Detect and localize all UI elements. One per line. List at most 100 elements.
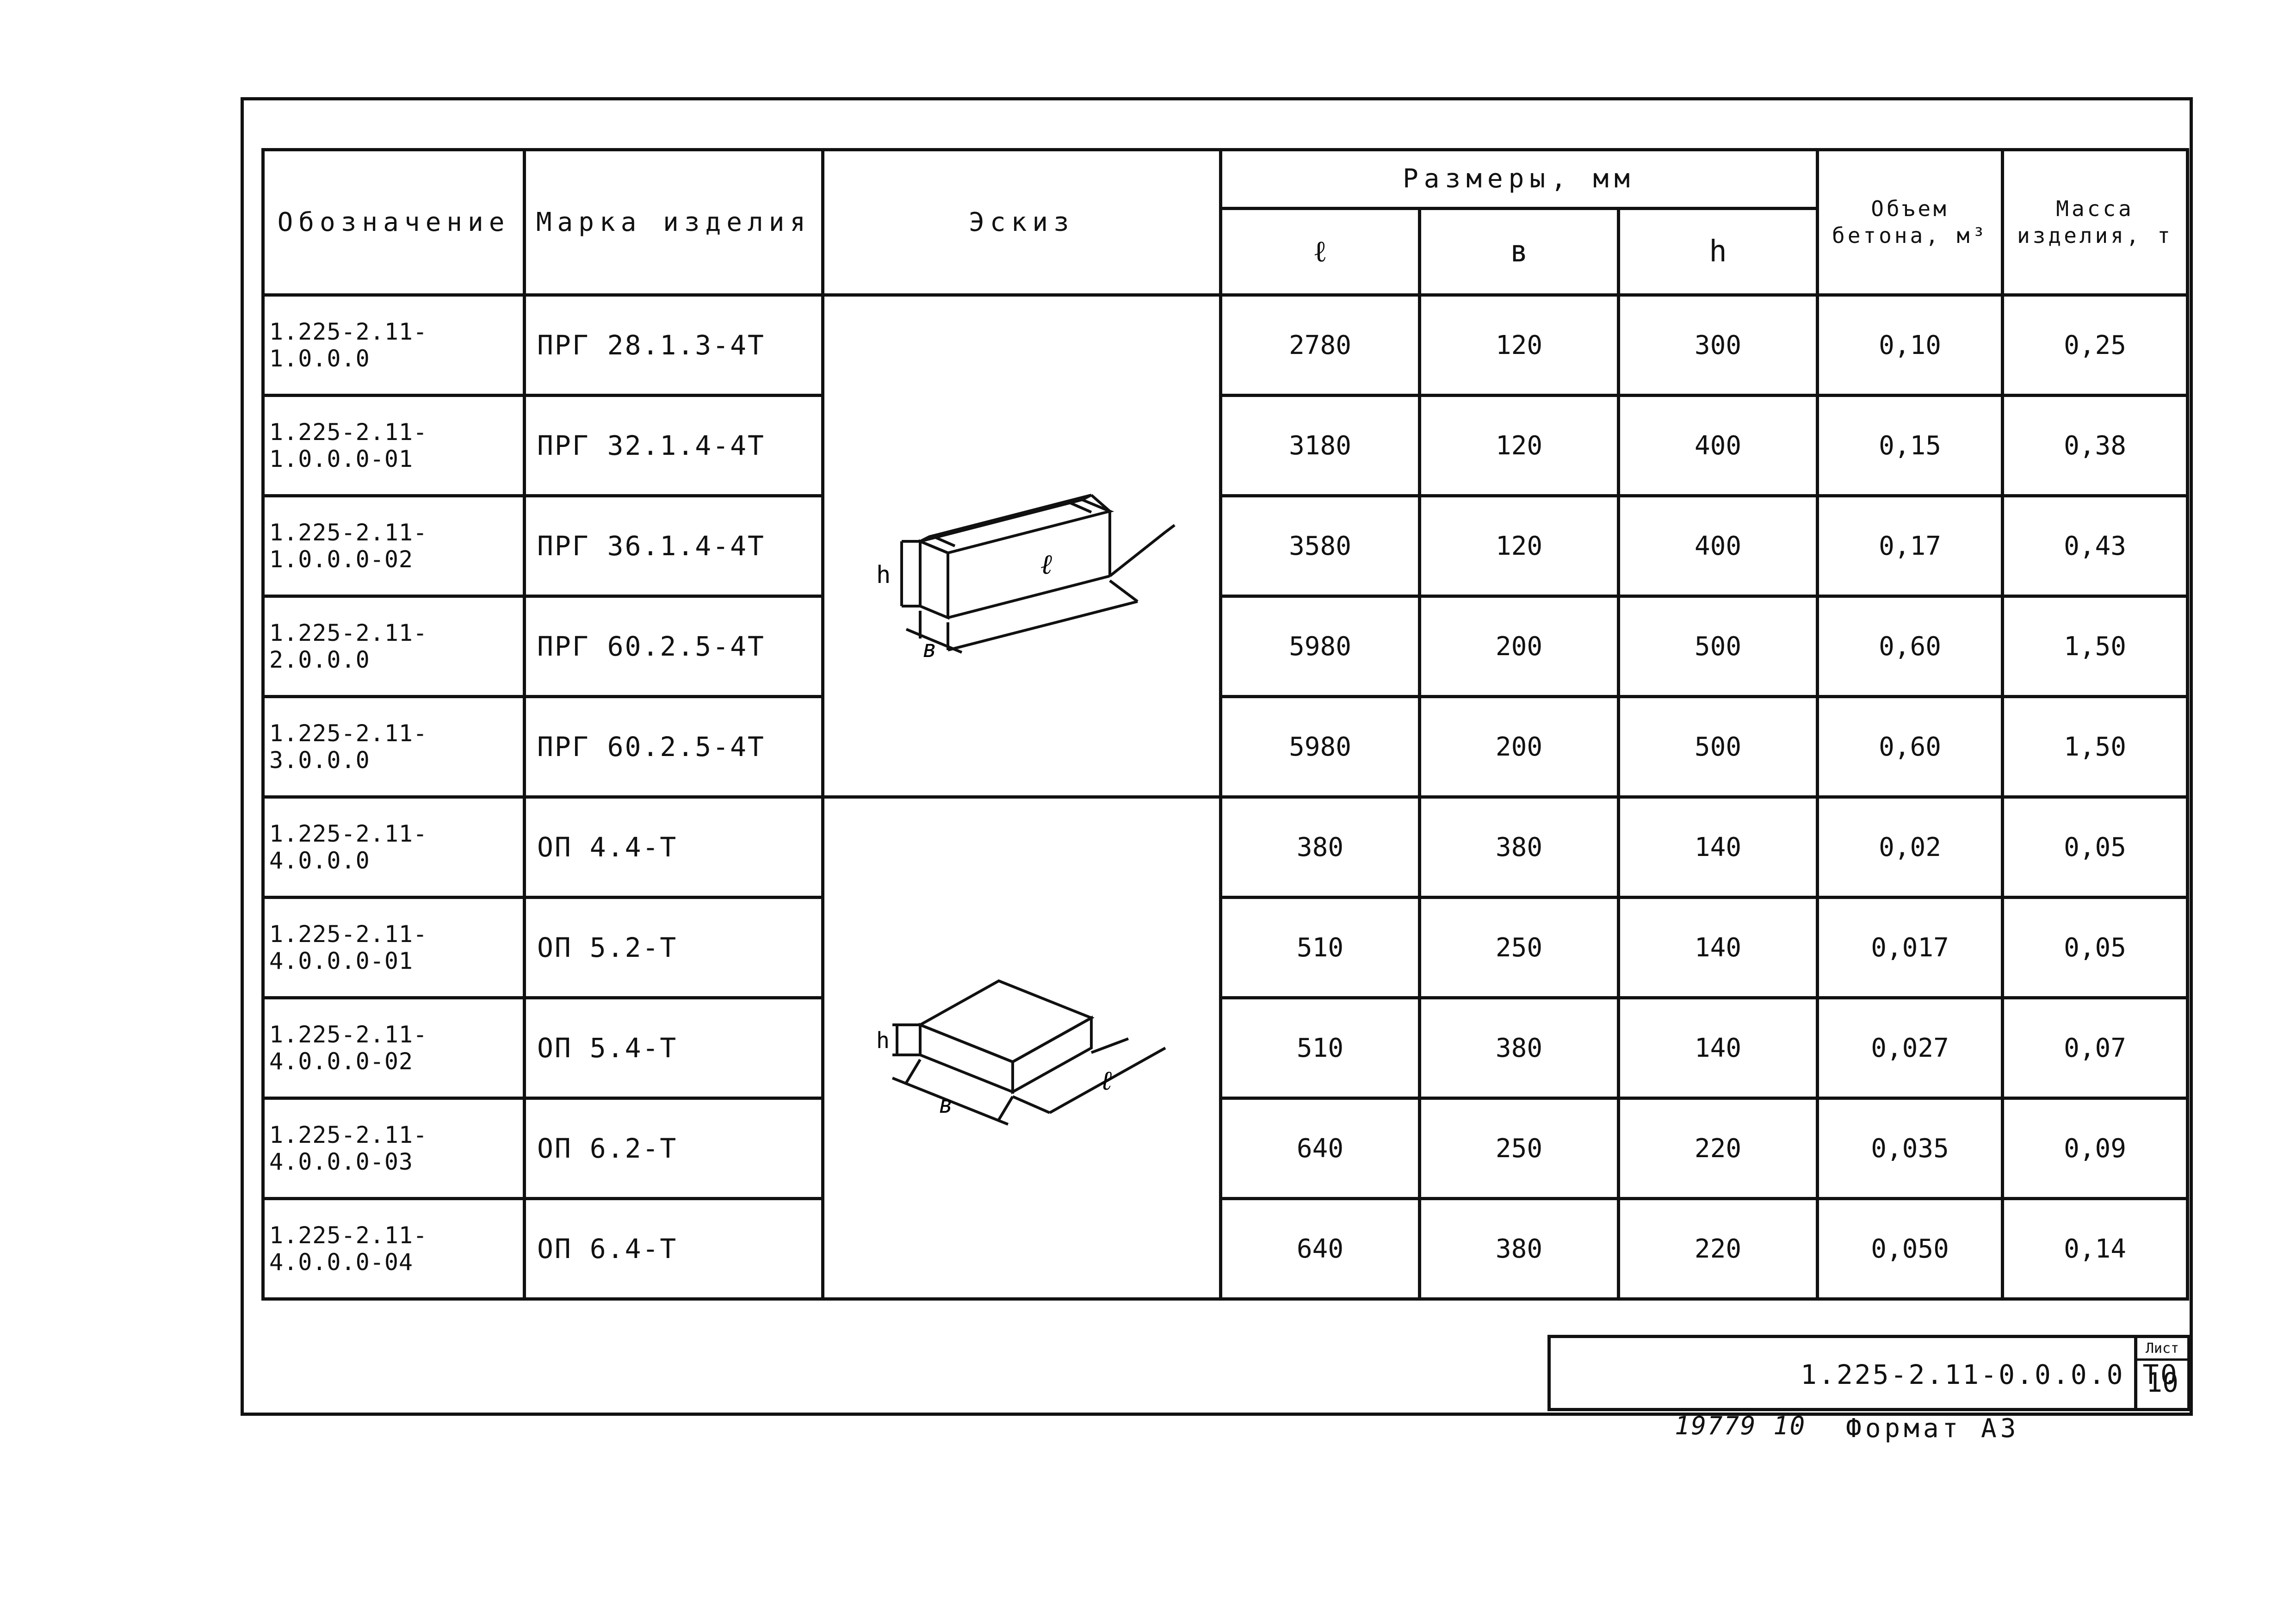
row-code: 1.225-2.11-4.0.0.0-03 bbox=[261, 1097, 526, 1200]
row-volume: 0,050 bbox=[1816, 1197, 2005, 1301]
row-code: 1.225-2.11-4.0.0.0 bbox=[261, 795, 526, 899]
row-volume: 0,027 bbox=[1816, 996, 2005, 1100]
sketch-label-l: ℓ bbox=[1040, 548, 1052, 581]
row-h: 500 bbox=[1616, 695, 1819, 799]
header-dimensions: Размеры, мм bbox=[1219, 148, 1819, 210]
row-mark: ПРГ 60.2.5-4Т bbox=[523, 595, 824, 698]
row-mass: 0,05 bbox=[2001, 795, 2190, 899]
row-h: 140 bbox=[1616, 996, 1819, 1100]
row-l: 510 bbox=[1219, 896, 1421, 999]
row-h: 140 bbox=[1616, 896, 1819, 999]
table-row: 1.225-2.11-1.0.0.0-02 ПРГ 36.1.4-4Т 3580… bbox=[261, 494, 2190, 598]
row-code: 1.225-2.11-4.0.0.0-01 bbox=[261, 896, 526, 999]
row-b: 120 bbox=[1418, 293, 1620, 397]
row-l: 510 bbox=[1219, 996, 1421, 1100]
beam-sketch-drawing: h в ℓ bbox=[876, 494, 1176, 663]
table-row: 1.225-2.11-3.0.0.0 ПРГ 60.2.5-4Т 5980 20… bbox=[261, 695, 2190, 799]
row-mass: 0,05 bbox=[2001, 896, 2190, 999]
row-code: 1.225-2.11-3.0.0.0 bbox=[261, 695, 526, 799]
row-mark: ОП 6.2-Т bbox=[523, 1097, 824, 1200]
row-l: 5980 bbox=[1219, 695, 1421, 799]
row-l: 5980 bbox=[1219, 595, 1421, 698]
row-mark: ПРГ 28.1.3-4Т bbox=[523, 293, 824, 397]
sketch-label-l: ℓ bbox=[1101, 1065, 1112, 1096]
sketch-beam: h в ℓ bbox=[821, 293, 1222, 799]
row-mass: 0,07 bbox=[2001, 996, 2190, 1100]
row-b: 120 bbox=[1418, 494, 1620, 598]
row-volume: 0,017 bbox=[1816, 896, 2005, 999]
row-volume: 0,17 bbox=[1816, 494, 2005, 598]
products-table: Обозначение Марка изделия Эскиз Размеры,… bbox=[261, 148, 2190, 1301]
row-h: 300 bbox=[1616, 293, 1819, 397]
row-mark: ПРГ 32.1.4-4Т bbox=[523, 394, 824, 497]
table-row: 1.225-2.11-4.0.0.0 ОП 4.4-Т bbox=[261, 795, 2190, 1301]
row-code: 1.225-2.11-1.0.0.0 bbox=[261, 293, 526, 397]
header-sketch: Эскиз bbox=[821, 148, 1222, 297]
sketch-label-h: h bbox=[876, 1028, 890, 1054]
header-mass: Масса изделия, т bbox=[2001, 148, 2190, 297]
table-row: 1.225-2.11-4.0.0.0-04 ОП 6.4-Т 640 380 2… bbox=[261, 1197, 2190, 1301]
row-l: 640 bbox=[1219, 1097, 1421, 1200]
row-b: 380 bbox=[1418, 795, 1620, 899]
header-designation: Обозначение bbox=[261, 148, 526, 297]
row-h: 220 bbox=[1616, 1197, 1819, 1301]
table-row: 1.225-2.11-4.0.0.0-02 ОП 5.4-Т 510 380 1… bbox=[261, 996, 2190, 1100]
row-mass: 1,50 bbox=[2001, 595, 2190, 698]
row-mark: ОП 4.4-Т bbox=[523, 795, 824, 899]
row-mark: ОП 5.4-Т bbox=[523, 996, 824, 1100]
sketch-pad: h в ℓ bbox=[821, 795, 1222, 1301]
row-volume: 0,60 bbox=[1816, 595, 2005, 698]
row-volume: 0,60 bbox=[1816, 695, 2005, 799]
row-l: 2780 bbox=[1219, 293, 1421, 397]
row-h: 400 bbox=[1616, 494, 1819, 598]
row-mark: ОП 6.4-Т bbox=[523, 1197, 824, 1301]
row-b: 200 bbox=[1418, 695, 1620, 799]
row-code: 1.225-2.11-2.0.0.0 bbox=[261, 595, 526, 698]
row-b: 380 bbox=[1418, 1197, 1620, 1301]
row-b: 200 bbox=[1418, 595, 1620, 698]
row-l: 3580 bbox=[1219, 494, 1421, 598]
row-mark: ОП 5.2-Т bbox=[523, 896, 824, 999]
table-row: 1.225-2.11-1.0.0.0 ПРГ 28.1.3-4Т bbox=[261, 293, 2190, 799]
row-h: 220 bbox=[1616, 1097, 1819, 1200]
row-volume: 0,10 bbox=[1816, 293, 2005, 397]
row-mass: 0,09 bbox=[2001, 1097, 2190, 1200]
stamp-sheet-box: Лист 10 bbox=[2134, 1338, 2187, 1408]
row-mark: ПРГ 60.2.5-4Т bbox=[523, 695, 824, 799]
row-mass: 0,38 bbox=[2001, 394, 2190, 497]
inventory-number: 19779 10 bbox=[1675, 1411, 1807, 1440]
row-code: 1.225-2.11-1.0.0.0-02 bbox=[261, 494, 526, 598]
row-h: 140 bbox=[1616, 795, 1819, 899]
table-row: 1.225-2.11-2.0.0.0 ПРГ 60.2.5-4Т 5980 20… bbox=[261, 595, 2190, 698]
sheet-number: 10 bbox=[2146, 1367, 2178, 1398]
header-dim-h: h bbox=[1616, 207, 1819, 297]
row-mass: 0,14 bbox=[2001, 1197, 2190, 1301]
row-b: 380 bbox=[1418, 996, 1620, 1100]
row-b: 250 bbox=[1418, 1097, 1620, 1200]
row-code: 1.225-2.11-1.0.0.0-01 bbox=[261, 394, 526, 497]
row-code: 1.225-2.11-4.0.0.0-04 bbox=[261, 1197, 526, 1301]
header-volume: Объем бетона, м³ bbox=[1816, 148, 2005, 297]
row-b: 250 bbox=[1418, 896, 1620, 999]
sketch-label-b: в bbox=[939, 1091, 953, 1119]
table-row: 1.225-2.11-4.0.0.0-03 ОП 6.2-Т 640 250 2… bbox=[261, 1097, 2190, 1200]
title-block-stamp: 1.225-2.11-0.0.0.0 ТО Лист 10 bbox=[1547, 1335, 2191, 1411]
row-mass: 0,43 bbox=[2001, 494, 2190, 598]
table-row: 1.225-2.11-4.0.0.0-01 ОП 5.2-Т 510 250 1… bbox=[261, 896, 2190, 999]
row-mass: 0,25 bbox=[2001, 293, 2190, 397]
row-b: 120 bbox=[1418, 394, 1620, 497]
format-label: Формат А3 bbox=[1846, 1413, 2020, 1444]
drawing-frame bbox=[241, 97, 2193, 1416]
row-volume: 0,02 bbox=[1816, 795, 2005, 899]
stamp-doc-code: 1.225-2.11-0.0.0.0 ТО bbox=[1801, 1359, 2179, 1390]
row-l: 380 bbox=[1219, 795, 1421, 899]
row-volume: 0,15 bbox=[1816, 394, 2005, 497]
sketch-label-b: в bbox=[922, 635, 937, 663]
row-l: 640 bbox=[1219, 1197, 1421, 1301]
sketch-label-h: h bbox=[876, 561, 891, 589]
table-row: 1.225-2.11-1.0.0.0-01 ПРГ 32.1.4-4Т 3180… bbox=[261, 394, 2190, 497]
row-mass: 1,50 bbox=[2001, 695, 2190, 799]
row-h: 500 bbox=[1616, 595, 1819, 698]
row-h: 400 bbox=[1616, 394, 1819, 497]
header-dim-b: в bbox=[1418, 207, 1620, 297]
